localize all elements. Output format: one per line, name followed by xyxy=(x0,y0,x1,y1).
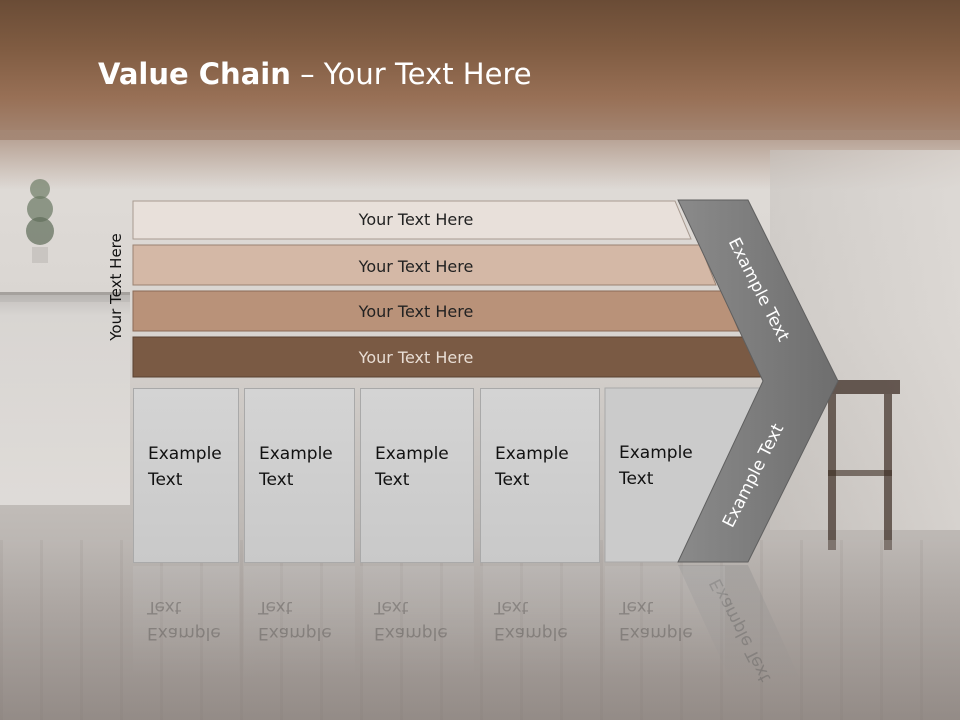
column-1: Example Text xyxy=(133,388,239,563)
column-5-reflection: Example Text xyxy=(605,566,725,706)
column-5: Example Text xyxy=(605,388,755,563)
column-2-reflection: Example Text xyxy=(244,566,355,706)
margin-chevron xyxy=(677,199,839,563)
column-1-label: Example Text xyxy=(148,444,222,490)
band-4-label: Your Text Here xyxy=(358,348,474,367)
column-2: Example Text xyxy=(244,388,355,563)
column-2-reflection-label: Example Text xyxy=(258,597,332,643)
band-3-label: Your Text Here xyxy=(358,302,474,321)
background-ceiling xyxy=(0,0,960,140)
column-1-reflection-label: Example Text xyxy=(147,597,221,643)
column-1-reflection: Example Text xyxy=(133,566,239,706)
band-1 xyxy=(132,200,692,240)
column-2-label: Example Text xyxy=(259,444,333,490)
column-3-reflection-label: Example Text xyxy=(374,597,448,643)
background-counter xyxy=(0,295,130,505)
plant-decoration xyxy=(26,179,54,263)
stool-decoration xyxy=(820,380,900,550)
column-5-label: Example Text xyxy=(619,443,693,489)
column-3: Example Text xyxy=(360,388,474,563)
column-4-reflection-label: Example Text xyxy=(494,597,568,643)
title-rest: – Your Text Here xyxy=(290,57,532,91)
column-5-reflection-label: Example Text xyxy=(619,597,693,643)
band-2 xyxy=(132,244,717,286)
column-4-reflection: Example Text xyxy=(480,566,600,706)
column-3-reflection: Example Text xyxy=(360,566,474,706)
column-4: Example Text xyxy=(480,388,600,563)
band-1-label: Your Text Here xyxy=(358,210,474,229)
column-3-label: Example Text xyxy=(375,444,449,490)
title-bold: Value Chain xyxy=(98,57,291,91)
column-4-label: Example Text xyxy=(495,444,569,490)
slide-title: Value Chain – Your Text Here xyxy=(98,52,532,96)
chevron-reflection xyxy=(678,565,805,690)
band-2-label: Your Text Here xyxy=(358,257,474,276)
